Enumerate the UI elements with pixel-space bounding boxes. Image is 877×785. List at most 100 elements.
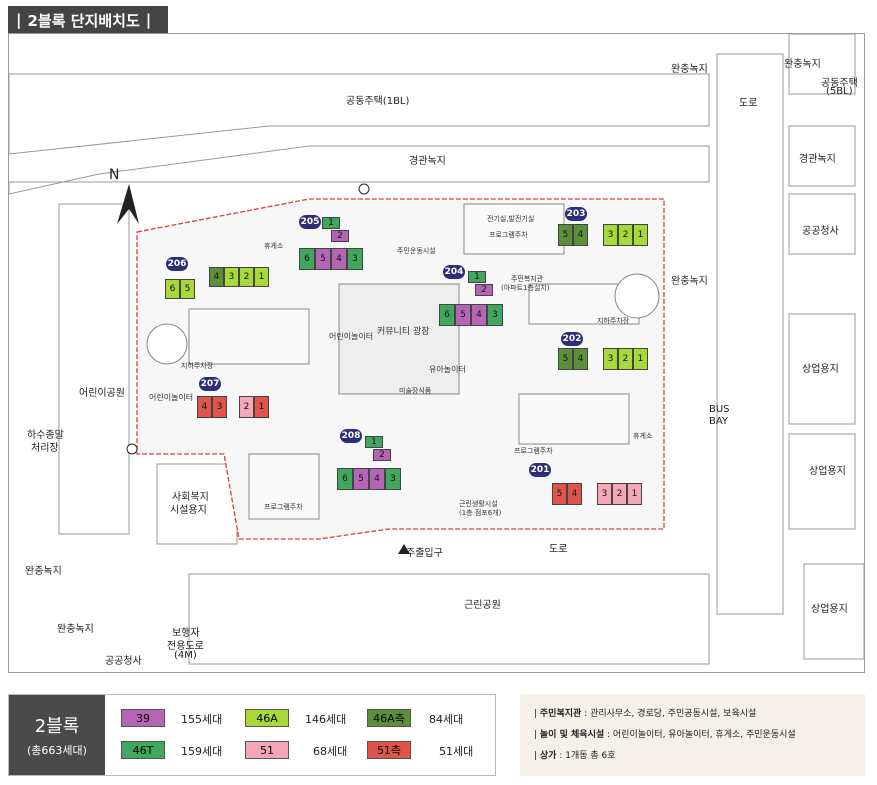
parking-area-5 <box>463 203 565 255</box>
building-206-unit: 3 <box>224 267 239 287</box>
right-block-2 <box>788 125 856 187</box>
label-gyeonggwan-2: 경관녹지 <box>799 154 836 165</box>
right-block-6 <box>803 563 864 660</box>
building-201-unit: 1 <box>627 483 642 505</box>
parking-area-3 <box>248 453 320 520</box>
building-203-number: 203 <box>565 207 587 221</box>
building-204-unit: 5 <box>455 304 471 326</box>
label-underground-1: 지하주차장 <box>597 317 630 325</box>
building-207-unit: 3 <box>212 396 227 418</box>
label-pedestrian-1: 보행자 <box>172 628 200 639</box>
building-202-number: 202 <box>561 332 583 346</box>
label-welfare-1: 사회복지 <box>172 492 209 503</box>
note-shop-label: 상가 <box>539 751 557 761</box>
building-208-unit: 3 <box>385 468 401 490</box>
building-205-number: 205 <box>299 215 321 229</box>
label-art: 미술장식품 <box>399 387 432 395</box>
site-plan-svg: N <box>9 34 864 672</box>
page-title: | 2블록 단지배치도 | <box>8 6 168 34</box>
legend-count-51-side: 51세대 <box>439 745 474 758</box>
label-childpark: 어린이공원 <box>79 388 125 399</box>
label-wanchung-4: 완충녹지 <box>25 566 62 577</box>
building-206-unit: 2 <box>239 267 254 287</box>
right-block-4 <box>788 313 856 425</box>
label-commercial-3: 상업용지 <box>811 604 848 615</box>
building-202-unit: 1 <box>633 348 648 370</box>
note-play-text: : 어린이놀이터, 유아놀이터, 휴게소, 주민운동시설 <box>604 730 796 740</box>
landmark-icon-left <box>126 443 138 455</box>
label-wanchung-1: 완충녹지 <box>671 64 708 75</box>
note-welfare-text: : 관리사무소, 경로당, 주민공동시설, 보육시설 <box>581 709 757 719</box>
building-208-number: 208 <box>340 429 362 443</box>
neighbor-park-block <box>188 573 710 665</box>
note-shop: | 상가 : 1개동 총 6호 <box>534 751 616 761</box>
legend-chip-51: 51 <box>245 741 289 759</box>
building-208-unit: 5 <box>353 468 369 490</box>
note-welfare-label: 주민복지관 <box>539 709 582 719</box>
legend-chip-39: 39 <box>121 709 165 727</box>
legend: 2블록 (총663세대) 39 155세대 46A 146세대 46A측 84세… <box>8 694 496 776</box>
label-public-1: 공공청사 <box>802 226 839 237</box>
building-203-unit: 1 <box>633 224 648 246</box>
note-shop-text: : 1개동 총 6호 <box>556 751 616 761</box>
community-plaza <box>338 283 460 395</box>
building-207-unit: 2 <box>239 396 254 418</box>
building-204-unit: 2 <box>475 284 493 296</box>
label-welfare-2: 시설용지 <box>170 505 207 516</box>
label-playground-2: 어린이놀이터 <box>149 393 194 402</box>
main-entrance-marker <box>398 544 410 554</box>
cul-de-sac-right <box>614 273 660 319</box>
building-208-unit: 2 <box>373 449 391 461</box>
building-202-unit: 5 <box>558 348 573 370</box>
label-gyeonggwan-1: 경관녹지 <box>409 156 446 167</box>
building-205-unit: 2 <box>331 230 349 242</box>
label-entrance: 주출입구 <box>406 548 443 559</box>
label-commercial-1: 상업용지 <box>802 364 839 375</box>
building-207-number: 207 <box>199 377 221 391</box>
note-play: | 놀이 및 체육시설 : 어린이놀이터, 유아놀이터, 휴게소, 주민운동시설 <box>534 730 796 740</box>
label-busbay-1: BUS <box>709 404 730 415</box>
label-pergola-1: 프로그램주차 <box>489 231 528 239</box>
label-welfarecenter-1: 주민복지관 <box>511 275 544 283</box>
building-205-unit: 5 <box>315 248 331 270</box>
building-204-unit: 3 <box>487 304 503 326</box>
label-rest: 휴게소 <box>264 242 284 250</box>
label-underground-2: 지하주차장 <box>181 362 214 370</box>
legend-header: 2블록 (총663세대) <box>9 695 105 775</box>
building-203-unit: 2 <box>618 224 633 246</box>
building-204-unit: 6 <box>439 304 455 326</box>
label-road-top: 도로 <box>739 98 758 109</box>
label-toddler: 유아놀이터 <box>429 365 466 374</box>
legend-count-46a: 146세대 <box>305 713 347 726</box>
label-housing-1bl: 공동주택(1BL) <box>346 96 410 107</box>
label-community: 커뮤니티 광장 <box>377 327 430 337</box>
label-neighborhood-2: (1층 점포6개) <box>459 509 502 517</box>
facility-notes: | 주민복지관 : 관리사무소, 경로당, 주민공동시설, 보육시설 | 놀이 … <box>520 694 865 776</box>
right-block-5 <box>788 433 856 530</box>
building-204-unit: 1 <box>468 271 486 283</box>
right-block-1 <box>788 34 856 95</box>
label-sewage-2: 처리장 <box>31 443 59 454</box>
label-neighborpark: 근린공원 <box>464 600 501 611</box>
building-206-unit: 1 <box>254 267 269 287</box>
title-bar-right: | <box>145 11 152 29</box>
label-welfarecenter-2: (아파트1층설치) <box>501 284 550 292</box>
cul-de-sac-left <box>146 323 188 365</box>
housing-1bl-block <box>9 73 710 155</box>
label-road-bottom: 도로 <box>549 544 568 555</box>
legend-count-51: 68세대 <box>313 745 348 758</box>
legend-count-46a-side: 84세대 <box>429 713 464 726</box>
parking-area-1 <box>188 308 310 365</box>
label-pergola-3: 프로그램주차 <box>264 503 303 511</box>
label-housing-5bl-1: 공동주택 <box>821 78 858 89</box>
building-201-number: 201 <box>529 463 551 477</box>
building-205-unit: 4 <box>331 248 347 270</box>
label-commercial-2: 상업용지 <box>809 466 846 477</box>
building-208-unit: 4 <box>369 468 385 490</box>
building-206-unit: 5 <box>180 279 195 299</box>
label-playground-1: 어린이놀이터 <box>329 332 374 341</box>
north-n-glyph: N <box>109 167 119 183</box>
building-206-unit: 6 <box>165 279 180 299</box>
parking-area-4 <box>518 393 630 445</box>
